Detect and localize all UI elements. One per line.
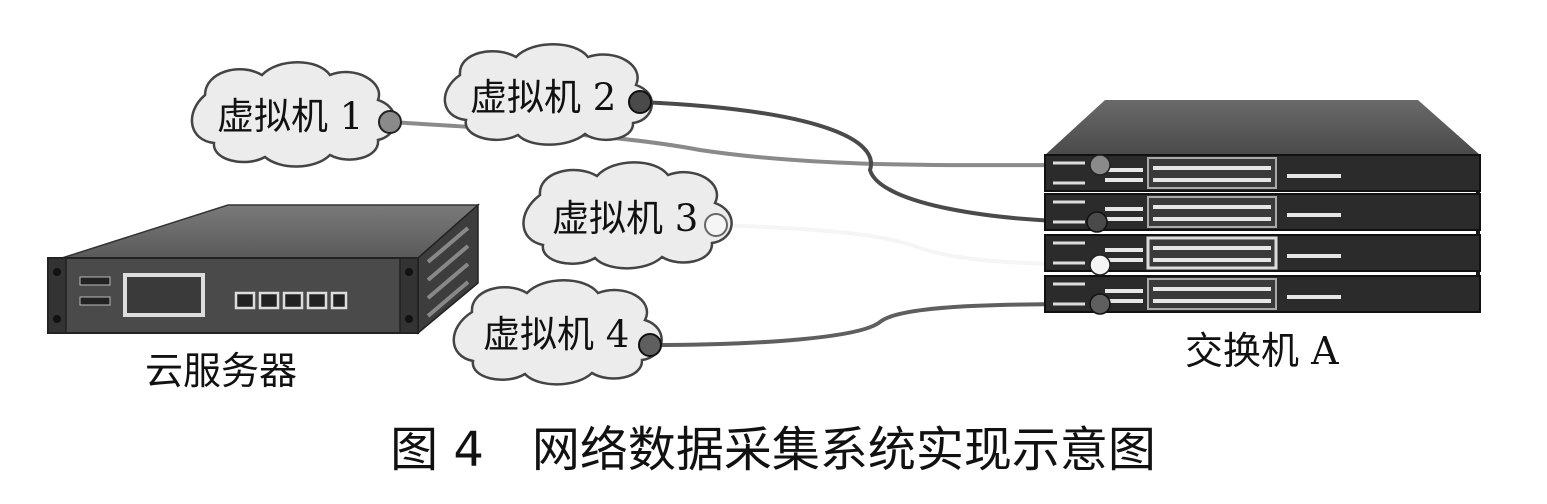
switch-port-vm4 xyxy=(1089,293,1111,315)
vm-cloud-2: 虚拟机 2 xyxy=(443,43,654,146)
cable-vm3 xyxy=(715,223,1101,267)
switch-a-label: 交换机 A xyxy=(1185,329,1339,373)
vm-3-connector xyxy=(704,213,728,237)
vm-4-connector xyxy=(638,333,662,357)
vm-3-label: 虚拟机 3 xyxy=(552,197,698,240)
vm-cloud-3: 虚拟机 3 xyxy=(522,161,733,270)
vm-1-label: 虚拟机 1 xyxy=(217,95,363,138)
switch-port-vm1 xyxy=(1089,154,1111,176)
vm-cloud-4: 虚拟机 4 xyxy=(452,279,663,386)
vm-cloud-1: 虚拟机 1 xyxy=(190,61,402,168)
server-display xyxy=(123,273,205,317)
vm-1-connector xyxy=(378,110,402,134)
cloud-shape xyxy=(452,279,663,386)
server-front-panel xyxy=(47,257,419,334)
switch-port-vm3 xyxy=(1089,254,1111,276)
server-top-face xyxy=(61,204,480,259)
switch-unit xyxy=(1044,234,1481,272)
cloud-server xyxy=(47,203,480,335)
switch-a xyxy=(1044,100,1481,315)
figure-caption: 图 4 网络数据采集系统实现示意图 xyxy=(390,422,1156,478)
cloud-shape xyxy=(190,61,397,168)
switch-top-face xyxy=(1045,100,1480,155)
cloud-server-label: 云服务器 xyxy=(145,349,297,393)
switch-unit xyxy=(1044,275,1481,313)
vm-4-label: 虚拟机 4 xyxy=(483,313,629,356)
switch-unit xyxy=(1044,193,1481,231)
cable-vm4 xyxy=(649,302,1101,347)
switch-port-vm2 xyxy=(1086,211,1108,233)
cable-vm2 xyxy=(639,100,1098,224)
cloud-shape xyxy=(522,161,733,270)
cloud-shape xyxy=(443,43,654,146)
vm-2-connector xyxy=(628,90,652,114)
switch-unit xyxy=(1044,154,1481,192)
vm-2-label: 虚拟机 2 xyxy=(470,76,616,119)
